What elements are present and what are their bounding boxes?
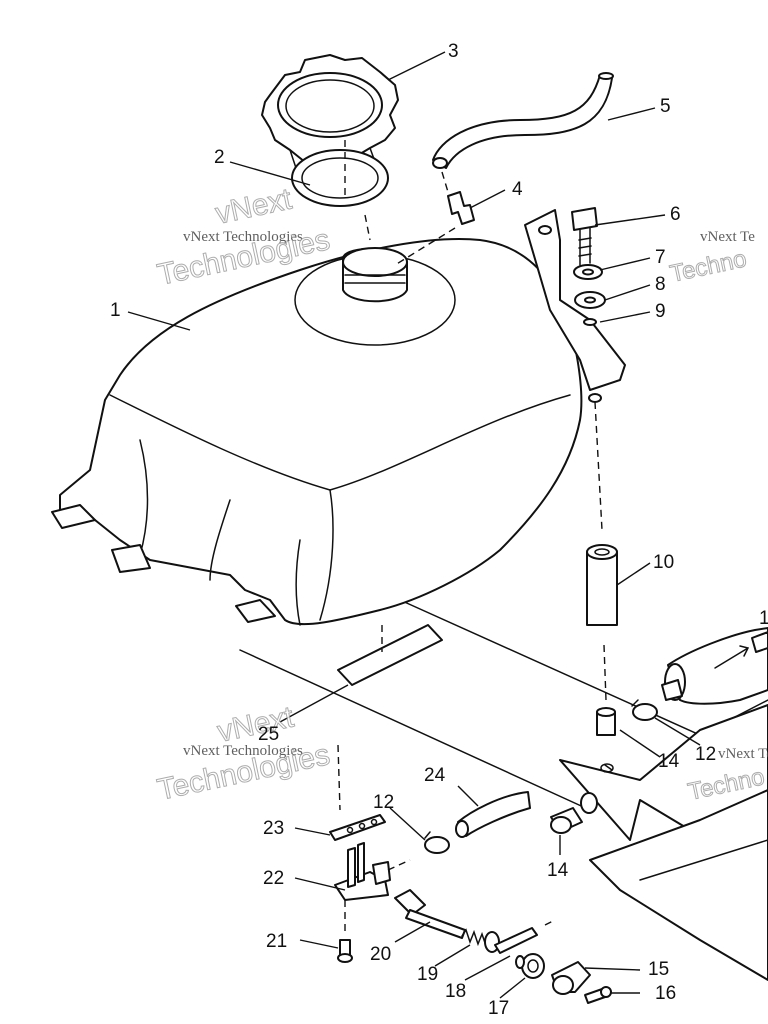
vent-fitting [394, 191, 475, 266]
callout-9: 9 [655, 301, 666, 322]
valve-plate [329, 744, 386, 841]
callout-20: 20 [370, 944, 391, 965]
frame-rail [239, 599, 768, 981]
cap-gasket [291, 140, 389, 241]
fuel-line [455, 791, 531, 838]
valve-spring [461, 928, 500, 953]
callout-2: 2 [214, 147, 225, 168]
callout-17: 17 [488, 998, 509, 1019]
watermark-word-4: vNext [215, 700, 298, 748]
filler-cap [261, 54, 399, 191]
spacer-tube [586, 544, 618, 701]
callout-12-upper: 12 [695, 744, 716, 765]
callout-15: 15 [648, 959, 669, 980]
callout-10: 10 [653, 552, 674, 573]
callout-24: 24 [424, 765, 446, 786]
hose-clamp-lower [424, 831, 450, 854]
callout-14-upper: 14 [658, 751, 680, 772]
valve-nut [515, 953, 545, 979]
callout-18: 18 [445, 981, 466, 1002]
fuel-valve [334, 842, 411, 935]
watermark-brand-3: vNext Technologies [183, 743, 303, 759]
callout-7: 7 [655, 247, 666, 268]
callout-23: 23 [263, 818, 284, 839]
tank-bracket [524, 207, 626, 531]
callout-21: 21 [266, 931, 287, 952]
watermark-brand-1: vNext Technologies [183, 229, 303, 245]
valve-screw [337, 939, 353, 963]
callout-8: 8 [655, 274, 666, 295]
callout-11: 1 [759, 608, 768, 629]
fuel-tank [51, 238, 583, 626]
callout-5: 5 [660, 96, 671, 117]
callouts: 1 2 3 4 5 6 7 8 9 10 1 12 12 14 14 15 16… [110, 41, 768, 1019]
knob-screw [584, 986, 612, 1004]
callout-1: 1 [110, 300, 121, 321]
callout-4: 4 [512, 179, 523, 200]
callout-19: 19 [417, 964, 438, 985]
callout-25: 25 [258, 724, 279, 745]
callout-22: 22 [263, 868, 284, 889]
leader-lines [127, 51, 701, 999]
watermark-brand-4: vNext Te [718, 746, 768, 762]
watermark-word-3: Techno [668, 245, 749, 288]
hose-clamp-upper [631, 699, 658, 721]
valve-plate-small [494, 919, 556, 954]
callout-6: 6 [670, 204, 681, 225]
fuel-filter [661, 627, 768, 705]
valve-knob [551, 961, 591, 995]
bushing-lower [550, 807, 583, 834]
valve-stem [394, 889, 466, 939]
callout-14-lower: 14 [547, 860, 569, 881]
bushing-upper [596, 707, 616, 773]
watermark-brand-2: vNext Te [700, 229, 755, 245]
callout-12-lower: 12 [373, 792, 394, 813]
tank-pad [337, 624, 443, 686]
callout-16: 16 [655, 983, 676, 1004]
callout-3: 3 [448, 41, 459, 62]
watermark-word-1: vNext [213, 182, 296, 230]
vent-hose [432, 72, 614, 193]
